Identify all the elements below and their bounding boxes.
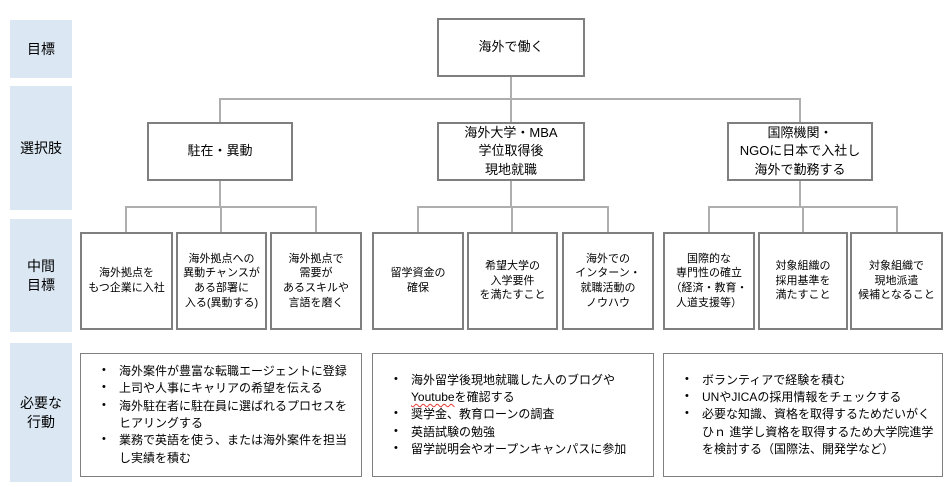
action-list: 海外留学後現地就職した人のブログやYoutubeを確認する奨学金、教育ローンの調… xyxy=(387,372,645,459)
connector xyxy=(219,98,221,122)
action-item: 留学説明会やオープンキャンパスに参加 xyxy=(387,441,645,458)
action-box-mba: 海外留学後現地就職した人のブログやYoutubeを確認する奨学金、教育ローンの調… xyxy=(372,353,654,477)
milestone-node: 留学資金の 確保 xyxy=(372,232,464,330)
connector xyxy=(799,181,801,207)
connector xyxy=(511,206,513,232)
connector xyxy=(220,206,222,232)
action-item: UNやJICAの採用情報をチェックする xyxy=(678,389,934,406)
connector xyxy=(417,206,419,232)
action-item: 海外案件が豊富な転職エージェントに登録 xyxy=(95,363,353,380)
milestone-node: 海外拠点を もつ企業に入社 xyxy=(80,232,173,330)
row-label-actions: 必要な 行動 xyxy=(10,343,72,482)
milestone-node: 希望大学の 入学要件 を満たすこと xyxy=(467,232,558,330)
row-label-options: 選択肢 xyxy=(10,86,72,210)
action-item: 海外駐在者に駐在員に選ばれるプロセスをヒアリングする xyxy=(95,398,353,433)
action-item: 必要な知識、資格を取得するためだいがくひｎ 進学し資格を取得するため大学院進学を… xyxy=(678,406,934,458)
connector xyxy=(708,206,710,232)
action-item: ボランティアで経験を積む xyxy=(678,372,934,389)
milestone-node: 対象組織の 採用基準を 満たすこと xyxy=(758,232,848,330)
option-node-mba: 海外大学・MBA 学位取得後 現地就職 xyxy=(437,122,585,181)
action-item: 上司や人事にキャリアの希望を伝える xyxy=(95,380,353,397)
action-list: 海外案件が豊富な転職エージェントに登録上司や人事にキャリアの希望を伝える海外駐在… xyxy=(95,363,353,467)
connector xyxy=(802,206,804,232)
action-list: ボランティアで経験を積むUNやJICAの採用情報をチェックする必要な知識、資格を… xyxy=(678,372,934,459)
connector xyxy=(510,98,512,122)
action-item: 英語試験の勉強 xyxy=(387,424,645,441)
option-node-chuzai: 駐在・異動 xyxy=(147,122,293,181)
milestone-node: 海外拠点への 異動チャンスが ある部署に 入る(異動する) xyxy=(176,232,267,330)
connector xyxy=(799,98,801,122)
connector xyxy=(417,206,608,208)
connector xyxy=(219,181,221,207)
goal-node: 海外で働く xyxy=(437,18,585,77)
connector xyxy=(510,77,512,99)
connector xyxy=(125,206,127,232)
milestone-node: 国際的な 専門性の確立 （経済・教育・ 人道支援等） xyxy=(663,232,755,330)
action-box-chuzai: 海外案件が豊富な転職エージェントに登録上司や人事にキャリアの希望を伝える海外駐在… xyxy=(80,353,362,477)
connector xyxy=(896,206,898,232)
action-item: 業務で英語を使う、または海外案件を担当し実績を積む xyxy=(95,432,353,467)
connector xyxy=(510,181,512,207)
spellcheck-marked-text: Youtube xyxy=(411,389,455,404)
action-item: 奨学金、教育ローンの調査 xyxy=(387,406,645,423)
connector xyxy=(315,206,317,232)
row-label-goal: 目標 xyxy=(10,20,72,78)
option-node-kokusai: 国際機関・ NGOに日本で入社し 海外で勤務する xyxy=(727,122,873,181)
milestone-node: 対象組織で 現地派遣 候補となること xyxy=(850,232,943,330)
action-item: 海外留学後現地就職した人のブログやYoutubeを確認する xyxy=(387,372,645,407)
action-box-kokusai: ボランティアで経験を積むUNやJICAの採用情報をチェックする必要な知識、資格を… xyxy=(663,353,943,477)
row-label-milestones: 中間 目標 xyxy=(10,219,72,332)
milestone-node: 海外での インターン・ 就職活動の ノウハウ xyxy=(562,232,654,330)
milestone-node: 海外拠点で 需要が あるスキルや 言語を磨く xyxy=(270,232,362,330)
connector xyxy=(607,206,609,232)
